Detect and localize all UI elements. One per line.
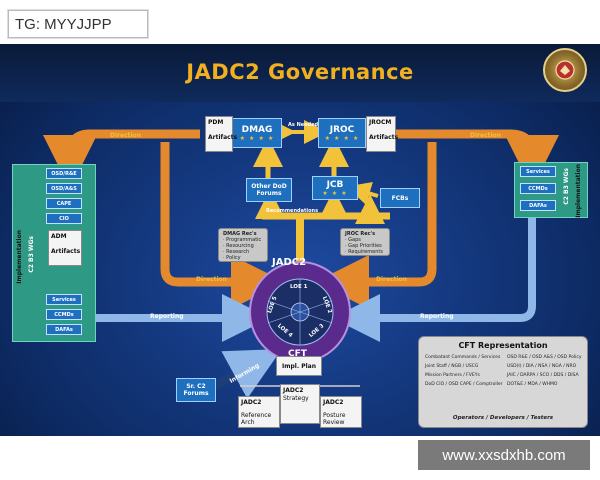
cft-ring-label: CFT — [288, 349, 307, 359]
reference-arch-title: JADC2 — [241, 399, 262, 406]
sr-c2-forums-box: Sr. C2 Forums — [176, 378, 216, 402]
jadc2-ring-title: JADC2 — [272, 257, 307, 268]
jroc-recs-item: · Gaps — [345, 237, 361, 243]
right-wg-label: C2 B3 WGs — [563, 168, 570, 205]
left-item-osd-re: OSD/R&E — [46, 168, 82, 179]
right-implementation-label: Implementation — [575, 164, 582, 218]
posture-review-document: JADC2 Posture Review — [320, 396, 362, 428]
cft-representation-panel: CFT Representation Combatant Commands / … — [418, 336, 588, 428]
dmag-recs-item: · Policy — [223, 255, 241, 261]
direction-arrow-left-bottom — [160, 142, 285, 309]
strategy-title: JADC2 — [283, 387, 304, 394]
jcb-box: JCB ★ ★ ★ — [312, 176, 358, 200]
title-band — [0, 44, 600, 102]
jroc-recs-title: JROC Rec's — [345, 231, 376, 237]
jrocm-artifacts-label: Artifacts — [369, 134, 399, 141]
left-item-services: Services — [46, 294, 82, 305]
seal-icon — [543, 48, 587, 92]
adm-label: ADM — [51, 233, 67, 240]
cft-row-right: DOT&E / MDA / WHMO — [507, 382, 558, 387]
cft-panel-footer: Operators / Developers / Testers — [452, 415, 554, 421]
dmag-recs-item: · Research — [223, 249, 250, 255]
pdm-artifacts-label: Artifacts — [208, 134, 238, 141]
recommendations-label: Recommendations — [266, 208, 319, 214]
right-item-dafas: DAFAs — [520, 200, 556, 211]
cft-row-right: OSD R&E / OSD A&S / OSD Policy — [507, 355, 582, 360]
right-item-services: Services — [520, 166, 556, 177]
cft-row-left: DoD CIO / OSD CAPE / Comptroller — [425, 382, 503, 387]
slide-title: JADC2 Governance — [186, 60, 414, 84]
dmag-recs-title: DMAG Rec's — [223, 231, 257, 237]
dmag-recs-item: · Resourcing — [223, 243, 254, 249]
pdm-label: PDM — [208, 119, 224, 126]
posture-review-title: JADC2 — [323, 399, 344, 406]
dmag-recs-item: · Programmatic — [223, 237, 262, 243]
other-dod-forums-box: Other DoD Forums — [246, 178, 292, 202]
fcbs-box: FCBs — [380, 188, 420, 208]
direction-label-right-top: Direction — [470, 132, 501, 139]
dmag-box: DMAG ★ ★ ★ ★ — [232, 118, 282, 148]
pdm-document: PDM Artifacts — [205, 116, 238, 152]
adm-artifacts-label: Artifacts — [51, 248, 81, 255]
reporting-label-left: Reporting — [150, 313, 184, 320]
strategy-sub: Strategy — [283, 395, 309, 402]
informing-arrow — [211, 349, 282, 399]
governance-slide: JADC2 Governance — [0, 44, 600, 436]
direction-label-left-top: Direction — [110, 132, 141, 139]
cft-panel-title: CFT Representation — [458, 341, 548, 350]
strategy-document: JADC2 Strategy — [280, 384, 320, 424]
left-item-cape: CAPE — [46, 198, 82, 209]
direction-arrow-left-top — [43, 129, 200, 189]
jroc-recs-box: JROC Rec's · Gaps · Gap Priorities · Req… — [340, 228, 390, 256]
cft-row-left: Mission Partners / FVEYs — [425, 373, 480, 378]
right-item-ccmds: CCMDs — [520, 183, 556, 194]
jrocm-document: JROCM Artifacts — [366, 116, 399, 152]
reporting-arrow-right — [332, 204, 536, 342]
jcb-stars: ★ ★ ★ — [322, 189, 348, 197]
cft-row-left: Joint Staff / NGB / USCG — [425, 364, 479, 369]
dmag-label: DMAG — [241, 124, 273, 135]
cft-row-left: Combatant Commands / Services — [425, 355, 501, 360]
jroc-stars: ★ ★ ★ ★ — [324, 134, 360, 142]
dmag-recs-box: DMAG Rec's · Programmatic · Resourcing ·… — [218, 228, 268, 262]
reference-arch-document: JADC2 Reference Arch — [238, 396, 280, 428]
cft-row-right: JAIC / DARPA / SCO / DDS / DISA — [507, 373, 579, 378]
direction-label-left-bottom: Direction — [196, 276, 227, 283]
jcb-label: JCB — [326, 179, 344, 190]
tg-label: TG: MYYJJPP — [8, 10, 148, 38]
direction-label-right-bottom: Direction — [376, 276, 407, 283]
jroc-box: JROC ★ ★ ★ ★ — [318, 118, 366, 148]
adm-document: ADM Artifacts — [48, 230, 82, 266]
jroc-recs-item: · Requirements — [345, 249, 383, 255]
posture-review-sub: Posture Review — [323, 412, 346, 426]
direction-arrow-right-bottom — [315, 142, 437, 309]
jrocm-label: JROCM — [369, 119, 392, 126]
left-item-ccmds: CCMDs — [46, 309, 82, 320]
cft-row-right: USD(I) / DIA / NSA / NGA / NRO — [507, 364, 577, 369]
left-item-cio: CIO — [46, 213, 82, 224]
left-item-osd-as: OSD/A&S — [46, 183, 82, 194]
left-implementation-label: Implementation — [16, 230, 23, 284]
watermark: www.xxsdxhb.com — [418, 440, 590, 470]
impl-plan-document: Impl. Plan — [276, 356, 322, 376]
fcbs-to-jcb — [346, 181, 379, 205]
jroc-recs-item: · Gap Priorities — [345, 243, 382, 249]
reporting-label-right: Reporting — [420, 313, 454, 320]
direction-arrow-right-top — [395, 129, 559, 189]
left-item-dafas: DAFAs — [46, 324, 82, 335]
jroc-label: JROC — [329, 124, 355, 135]
loe-1: LOE 1 — [290, 284, 308, 290]
reference-arch-sub: Reference Arch — [241, 412, 272, 426]
dmag-stars: ★ ★ ★ ★ — [239, 134, 275, 142]
as-needed-label: As Needed — [288, 122, 319, 128]
left-wg-label: C2 B3 WGs — [28, 236, 35, 273]
